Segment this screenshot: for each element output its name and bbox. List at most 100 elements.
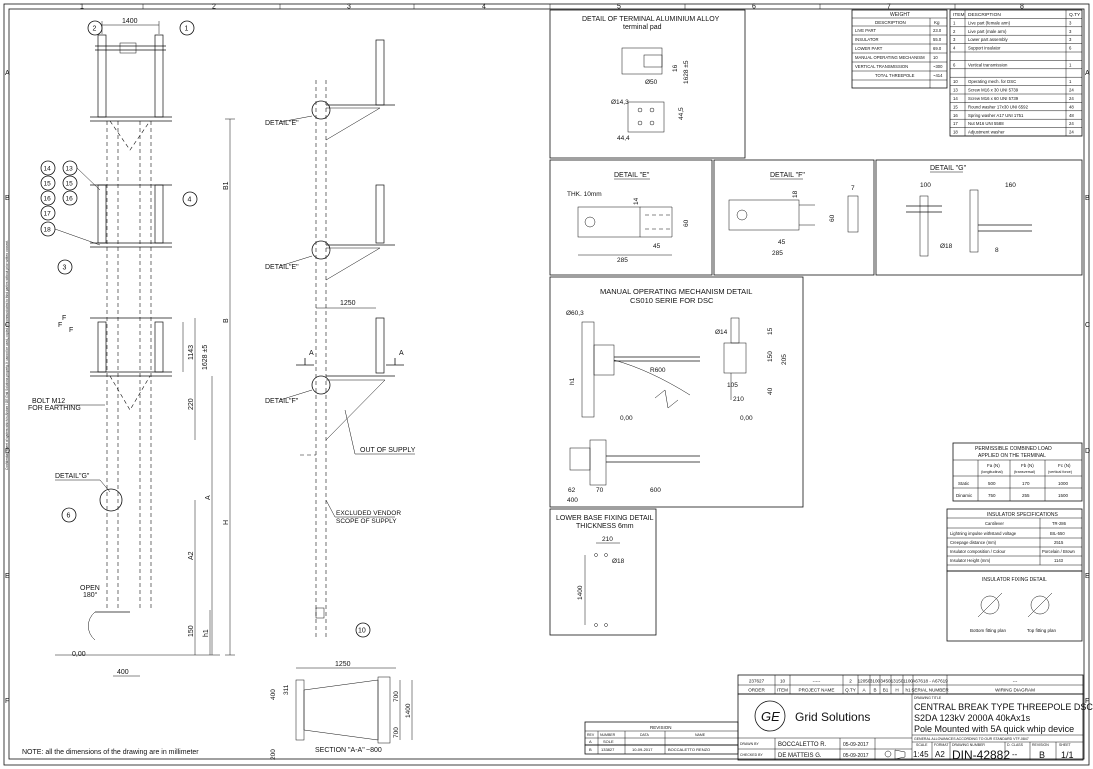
load-r1-fc: 1000 [1058,481,1069,486]
confidential-side-note: Confidential. Sheet of system which is A… [5,240,9,470]
mech-d14: Ø14 [715,329,728,336]
balloon-4: 4 [188,197,192,204]
balloon-3: 3 [63,265,67,272]
load-r2-fb: 255 [1022,493,1030,498]
sheet-label: SHEET [1059,743,1072,747]
dim-1250-side: 1250 [340,300,356,307]
order-header-4: A [862,687,866,692]
bom-item-12: 16 [953,113,958,118]
grid-col-1: 1 [80,4,84,11]
grid-row-d: D [5,448,10,455]
grid-row-e: E [5,573,10,580]
bom-qty-13: 24 [1069,121,1074,126]
weight-r6-d: TOTAL THREEPOLE [875,73,915,78]
grid-row-e-right: E [1085,573,1090,580]
load-title-1: PERMISSIBLE COMBINED LOAD [975,446,1052,452]
bom-desc-3: Lower part assembly [968,37,1008,42]
title-line-2: S2DA 123kV 2000A 40kAx1s [914,713,1031,723]
balloon-13: 13 [66,166,74,173]
terminal-d16: 16 [672,64,679,72]
bom-item-9: 13 [953,88,958,93]
detail-g: DETAIL "G" 100 160 Ø18 8 [875,159,1083,276]
bom-desc-4: Support insulator [968,46,1001,51]
balloon-6: 6 [67,513,71,520]
load-r1-fb: 170 [1022,481,1030,486]
class-label: D. CLASS [1007,743,1024,747]
weight-r4-v: 10 [933,55,938,60]
grid-col-7: 7 [887,4,891,11]
mech-d210: 210 [733,396,744,403]
load-s-fb: (transversal) [1014,470,1036,474]
dim-1400-section: 1400 [405,703,412,718]
weight-r3-v: 69.0 [933,46,942,51]
order-value-6: 3450 [880,678,891,683]
load-r2-fc: 1500 [1058,493,1069,498]
mech-d70: 70 [596,487,604,494]
mech-r600: R600 [650,367,666,374]
detail-g-title: DETAIL "G" [930,165,967,172]
bom-qty-6: 1 [1069,62,1072,67]
rev-a: A [589,739,592,744]
dim-1400: 1400 [122,18,138,25]
weight-r6-v: ~414 [933,73,943,78]
dim-400-section: 400 [270,689,277,700]
detail-e-thk: THK. 10mm [567,191,602,198]
rev-b-name: BOCCALETTO RENZO [668,747,710,752]
ins-r3-k: Creepage distance (mm) [950,540,997,545]
side-view [279,39,415,640]
detail-f-title: DETAIL "F" [770,172,805,179]
balloon-15b: 15 [66,181,74,188]
dimension-note: NOTE: all the dimensions of the drawing … [22,749,199,756]
open-angle: 180° [83,591,98,599]
order-value-2: ----- [813,678,821,683]
rev-h-name: NAME [695,733,706,737]
terminal-title: DETAIL OF TERMINAL ALUMINIUM ALLOY [582,16,720,23]
bom-qty-12: 48 [1069,113,1074,118]
dim-b1: B1 [223,181,230,190]
ins-r1-k: Cantilever [985,521,1004,526]
dim-311: 311 [283,684,290,695]
mech-title: MANUAL OPERATING MECHANISM DETAIL [600,287,752,296]
detail-f-d285: 285 [772,250,783,257]
ins-r2-k: Lightning impulse withstand voltage [950,531,1017,536]
order-value-3: 2 [849,678,852,683]
dim-1143: 1143 [188,345,195,360]
order-header-3: Q.TY [845,687,856,692]
load-s-fa: (longitudinal) [981,470,1003,474]
bom-desc-0: DESCRIPTION [968,12,1001,18]
manual-mechanism: MANUAL OPERATING MECHANISM DETAIL CS010 … [549,276,804,508]
level-0-front: 0,00 [72,651,86,658]
detail-e-callout-top: DETAIL"E" [265,120,299,127]
detail-g-d100: 100 [920,182,931,189]
bom-qty-14: 24 [1069,130,1074,135]
dim-h: H [223,520,230,525]
drawing-number: DIN-42882 [952,748,1010,762]
insulator-left-top [97,34,107,118]
title-line-3: Pole Mounted with 5A quick whip device [914,724,1074,734]
mech-d60-3: Ø60,3 [566,310,584,317]
mech-d40: 40 [767,387,774,395]
detail-g-callout: DETAIL"G" [55,473,90,480]
ins-r1-v: TR-286 [1052,521,1067,526]
detail-e-d45: 45 [653,243,661,250]
bom-desc-6: Vertical transmission [968,62,1008,67]
detail-f-d18: 18 [792,190,799,198]
base-title: LOWER BASE FIXING DETAIL [556,515,654,522]
mech-subtitle: CS010 SERIE FOR DSC [630,296,714,305]
side-view-labels: DETAIL"E" DETAIL"E" DETAIL"F" OUT OF SUP… [265,120,416,525]
order-header-2: PROJECT NAME [799,687,835,692]
order-header-6: B1 [883,687,889,692]
grid-col-4: 4 [482,4,486,11]
rev-b-date: 10-09-2017 [632,747,653,752]
grid-col-2: 2 [212,4,216,11]
weight-r1-v: 23.0 [933,28,942,33]
general-note: GENERAL ALLOWANCES ACCORDING TO OUR STAN… [914,737,1029,741]
drawing-title-label: DRAWING TITLE [914,696,942,700]
order-header-5: B [873,687,876,692]
mech-d150: 150 [767,351,774,362]
bom-item-3: 3 [953,37,956,42]
detail-terminal: DETAIL OF TERMINAL ALUMINIUM ALLOY termi… [549,9,746,159]
balloon-1: 1 [185,26,189,33]
mech-d400: 400 [567,497,578,504]
